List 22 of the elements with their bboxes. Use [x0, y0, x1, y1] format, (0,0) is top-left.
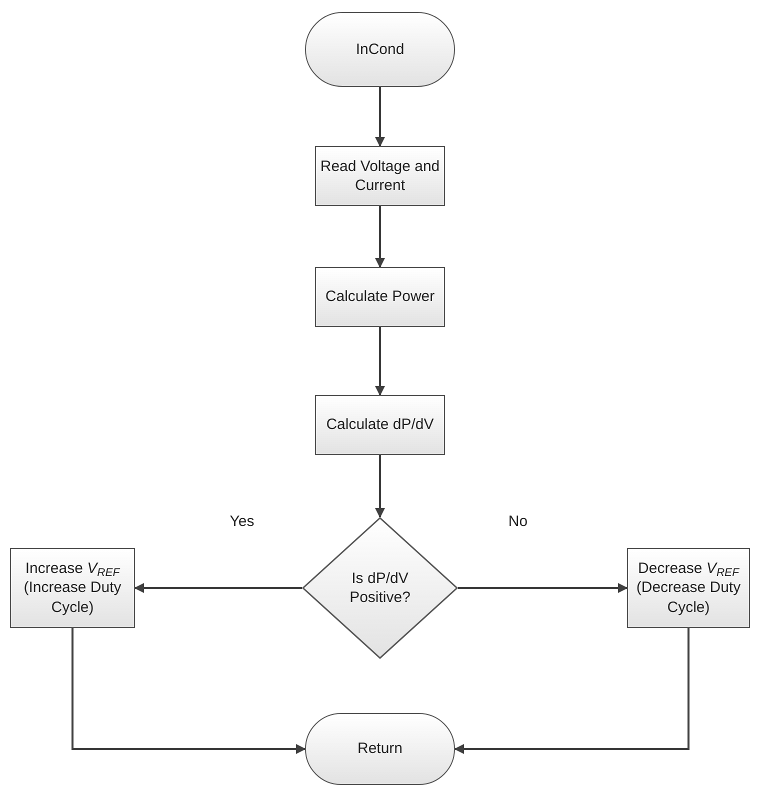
arrow — [375, 327, 385, 396]
process-box — [315, 146, 445, 206]
process-box — [315, 395, 445, 455]
node-text: Calculate dP/dV — [325, 415, 435, 435]
arrow — [454, 628, 690, 754]
arrow — [375, 206, 385, 268]
arrow — [72, 628, 306, 754]
decision-diamond — [302, 517, 458, 659]
node-text: Is dP/dV Positive? — [348, 568, 412, 608]
arrow — [375, 87, 385, 147]
arrow — [375, 455, 385, 518]
process-box — [10, 548, 135, 628]
node-text: Increase V$_{REF}$ (Increase Duty Cycle) — [22, 558, 122, 618]
node-text: Read Voltage and Current — [319, 156, 441, 196]
node-text: Calculate Power — [324, 287, 436, 307]
node-text: Decrease V$_{REF}$ (Decrease Duty Cycle) — [635, 558, 742, 618]
node-text: InCond — [354, 40, 406, 60]
arrow — [458, 583, 628, 593]
arrow — [134, 583, 302, 593]
process-box — [315, 267, 445, 327]
process-box — [627, 548, 750, 628]
node-text: Return — [356, 739, 404, 759]
